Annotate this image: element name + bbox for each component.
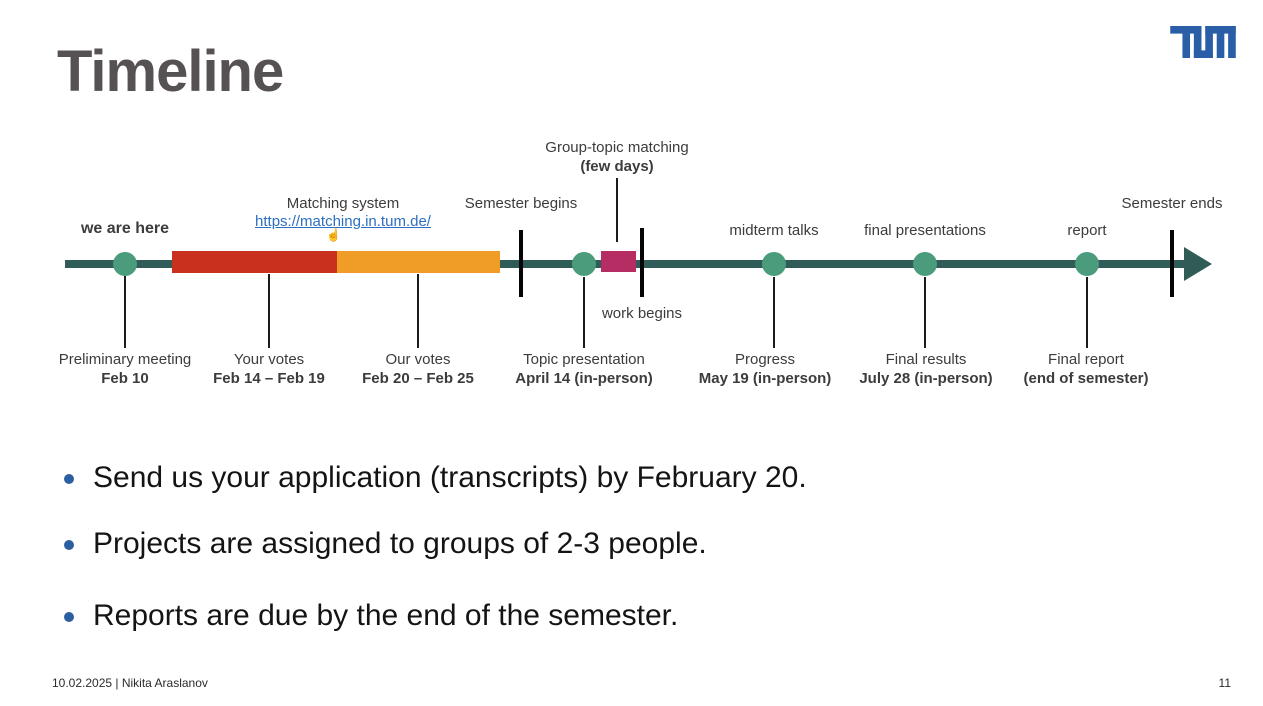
hand-cursor-icon: ☝ [326, 228, 341, 242]
event-progress: Progress May 19 (in-person) [699, 350, 832, 388]
connector [1086, 277, 1088, 348]
event-title: Your votes [233, 351, 305, 368]
label-we-are-here: we are here [80, 220, 170, 237]
label-matching-system: Matching system [286, 195, 400, 212]
event-title: Our votes [385, 351, 451, 368]
bullet-dot-icon [64, 612, 74, 622]
milestone-topic-presentation [572, 252, 596, 276]
bullet-item: Reports are due by the end of the semest… [64, 599, 678, 633]
milestone-final-presentations [913, 252, 937, 276]
bullet-text: Reports are due by the end of the semest… [93, 599, 679, 632]
milestone-midterm-talks [762, 252, 786, 276]
bar-our-votes [337, 251, 500, 273]
event-title: Final report [1048, 351, 1124, 368]
connector-group-topic [616, 178, 618, 242]
label-group-topic-few-days: (few days) [580, 158, 654, 175]
bar-group-topic-matching [601, 251, 636, 272]
milestone-report [1075, 252, 1099, 276]
event-title: Progress [734, 351, 796, 368]
bullet-item: Projects are assigned to groups of 2-3 p… [64, 527, 707, 561]
event-date: Feb 14 – Feb 19 [213, 370, 325, 387]
timeline-arrowhead-icon [1184, 247, 1212, 281]
label-semester-begins: Semester begins [464, 195, 578, 212]
event-final-report: Final report (end of semester) [1023, 350, 1148, 388]
label-final-presentations: final presentations [864, 222, 986, 239]
event-title: Preliminary meeting [58, 351, 192, 368]
label-work-begins: work begins [601, 305, 683, 322]
connector [417, 274, 419, 348]
bar-your-votes [172, 251, 337, 273]
event-your-votes: Your votes Feb 14 – Feb 19 [213, 350, 325, 388]
connector [583, 277, 585, 348]
tick-work-begins [640, 228, 644, 297]
bullet-item: Send us your application (transcripts) b… [64, 461, 807, 495]
label-semester-ends: Semester ends [1121, 195, 1223, 212]
tum-logo [1170, 26, 1236, 58]
matching-link-wrap: https://matching.in.tum.de/ [255, 213, 431, 230]
footer-date-author: 10.02.2025 | Nikita Araslanov [52, 676, 208, 690]
event-final-results: Final results July 28 (in-person) [859, 350, 992, 388]
label-midterm-talks: midterm talks [729, 222, 819, 239]
bullet-text: Projects are assigned to groups of 2-3 p… [93, 527, 707, 560]
connector [268, 274, 270, 348]
page-number: 11 [1218, 676, 1231, 690]
event-date: July 28 (in-person) [859, 370, 993, 387]
event-preliminary-meeting: Preliminary meeting Feb 10 [59, 350, 192, 388]
label-report: report [1067, 222, 1107, 239]
event-date: May 19 (in-person) [698, 370, 832, 387]
event-our-votes: Our votes Feb 20 – Feb 25 [362, 350, 474, 388]
bullet-text: Send us your application (transcripts) b… [93, 461, 807, 494]
event-topic-presentation: Topic presentation April 14 (in-person) [515, 350, 653, 388]
bullet-dot-icon [64, 474, 74, 484]
event-date: Feb 10 [101, 370, 149, 387]
event-title: Final results [885, 351, 967, 368]
connector [773, 277, 775, 348]
event-date: Feb 20 – Feb 25 [362, 370, 474, 387]
event-date: (end of semester) [1023, 370, 1149, 387]
bullet-dot-icon [64, 540, 74, 550]
event-title: Topic presentation [523, 351, 645, 368]
tick-semester-begins [519, 230, 523, 297]
tick-semester-ends [1170, 230, 1174, 297]
connector [124, 276, 126, 348]
milestone-preliminary-meeting [113, 252, 137, 276]
event-date: April 14 (in-person) [515, 370, 653, 387]
matching-system-link[interactable]: https://matching.in.tum.de/ [255, 213, 431, 230]
connector [924, 277, 926, 348]
page-title: Timeline [57, 39, 284, 104]
label-group-topic-matching: Group-topic matching [545, 139, 689, 156]
